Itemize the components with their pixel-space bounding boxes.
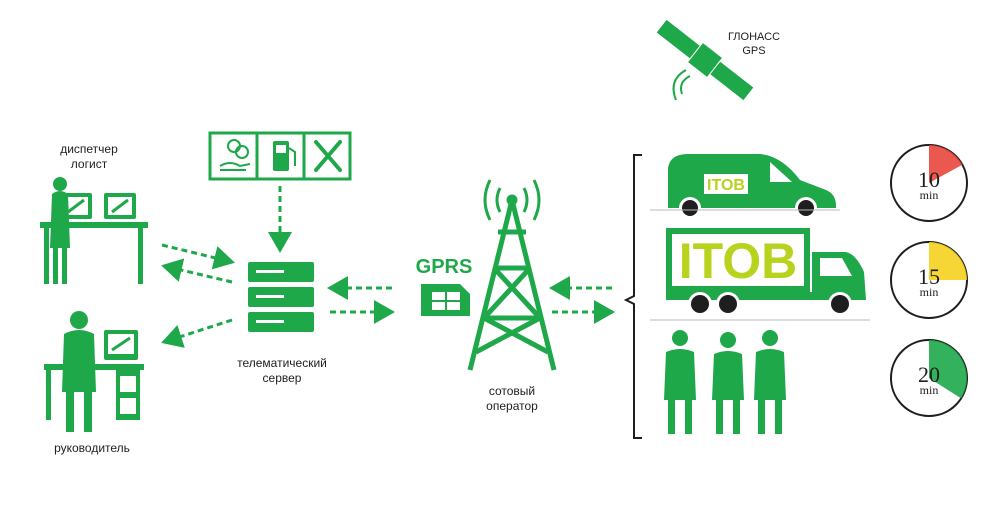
telematics-server-icon (248, 262, 314, 332)
truck-icon (650, 228, 870, 321)
cell-tower-icon (467, 197, 557, 371)
timer-value: 10 (918, 167, 940, 192)
fuel-pump-icon (273, 141, 296, 171)
coins-hand-icon (219, 139, 251, 171)
signal-waves-icon (483, 179, 541, 221)
timer-value: 15 (918, 264, 940, 289)
timer-progress-sector (929, 340, 967, 399)
manager-label: руководитель (54, 441, 130, 455)
dispatcher-workstation-icon (40, 177, 148, 284)
services-icon-box (208, 131, 352, 181)
staff-group-icon (664, 330, 786, 434)
sim-card-icon (421, 284, 470, 316)
timer-value: 20 (918, 362, 940, 387)
group-bracket (623, 154, 642, 439)
manager-workstation-icon (44, 311, 144, 432)
timer-progress-sector (929, 145, 963, 183)
timer-unit: min (920, 285, 939, 299)
timer-progress-sector (929, 242, 967, 280)
satellite-icon (656, 19, 754, 101)
truck-brand-label: ITOB (679, 233, 798, 289)
gprs-label: GPRS (415, 256, 473, 278)
van-icon (650, 154, 840, 219)
van-brand-label: ITOB (707, 177, 745, 194)
data-flow-arrows (161, 186, 615, 348)
tools-icon (314, 140, 342, 172)
timer-unit: min (920, 383, 939, 397)
timer-unit: min (920, 188, 939, 202)
